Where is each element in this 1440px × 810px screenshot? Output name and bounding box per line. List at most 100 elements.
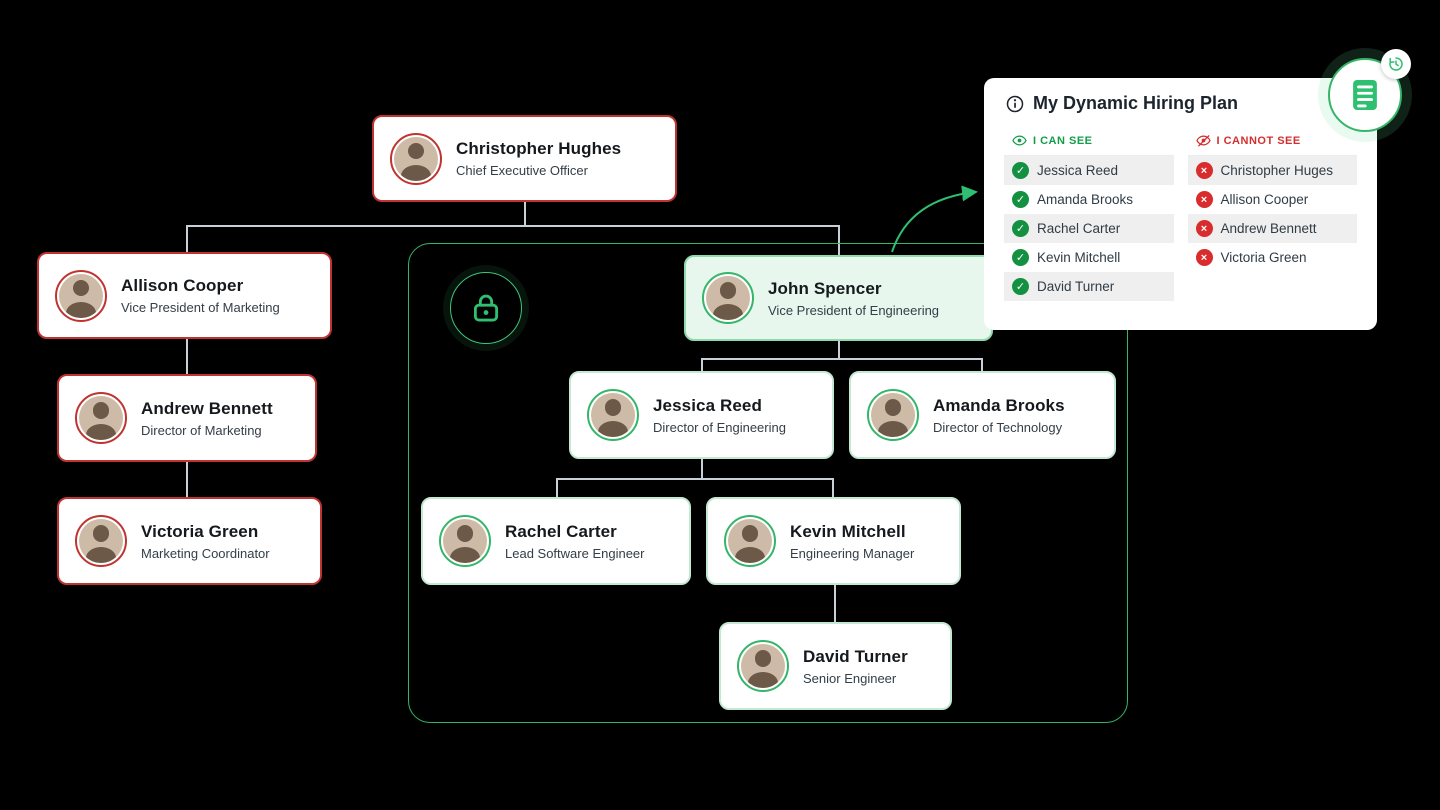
profile-photo [741, 644, 785, 688]
person-name: David Turner [1037, 279, 1115, 294]
connector-line [701, 358, 983, 360]
connector-line [981, 358, 983, 371]
check-icon: ✓ [1012, 278, 1029, 295]
eye-icon [1012, 133, 1027, 148]
org-card-ceo[interactable]: Christopher Hughes Chief Executive Offic… [372, 115, 677, 202]
profile-photo [443, 519, 487, 563]
connector-line [186, 225, 840, 227]
engineering-visibility-zone [408, 243, 1128, 723]
check-icon: ✓ [1012, 162, 1029, 179]
list-item: × Andrew Bennett [1187, 214, 1357, 243]
connector-line [556, 478, 834, 480]
can-see-header: I CAN SEE [1033, 134, 1093, 147]
connector-line [838, 341, 840, 358]
profile-photo [706, 276, 750, 320]
person-name: Rachel Carter [505, 521, 617, 541]
person-title: Vice President of Marketing [121, 300, 280, 315]
connector-line [701, 358, 703, 371]
person-name: David Turner [803, 646, 908, 666]
person-title: Director of Technology [933, 419, 1063, 435]
person-name: Jessica Reed [1037, 163, 1119, 178]
person-name: Victoria Green [141, 521, 259, 541]
avatar [55, 269, 107, 322]
check-icon: ✓ [1012, 191, 1029, 208]
lock-icon [469, 291, 503, 325]
person-name: Jessica Reed [653, 395, 762, 415]
eye-off-icon [1195, 133, 1211, 148]
list-item: ✓ David Turner [1004, 272, 1174, 301]
person-name: Andrew Bennett [141, 398, 273, 418]
person-title: Lead Software Engineer [505, 545, 645, 561]
list-item: × Allison Cooper [1188, 185, 1358, 214]
x-icon: × [1195, 249, 1213, 266]
cannot-see-column: I CANNOT SEE × Christopher Huges × Allis… [1187, 127, 1358, 301]
org-card-eng-manager[interactable]: Kevin Mitchell Engineering Manager [706, 497, 961, 585]
avatar [587, 389, 639, 441]
avatar [867, 389, 919, 441]
connector-line [838, 225, 840, 255]
list-item: ✓ Kevin Mitchell [1004, 243, 1174, 272]
check-icon: ✓ [1012, 220, 1029, 237]
person-title: Senior Engineer [803, 670, 897, 686]
hiring-plan-panel: My Dynamic Hiring Plan I CAN SEE ✓ Jessi… [984, 78, 1377, 330]
connector-line [834, 585, 836, 622]
person-name: Victoria Green [1220, 250, 1307, 265]
person-name: Christopher Huges [1220, 163, 1334, 178]
person-title: Director of Engineering [653, 419, 786, 435]
person-name: John Spencer [768, 278, 882, 298]
connector-line [524, 202, 526, 225]
avatar [75, 515, 127, 567]
list-item: × Christopher Huges [1187, 156, 1357, 185]
person-name: Kevin Mitchell [790, 521, 906, 541]
connector-line [186, 462, 188, 497]
cannot-see-header: I CANNOT SEE [1216, 134, 1301, 147]
org-card-lead-engineer[interactable]: Rachel Carter Lead Software Engineer [421, 497, 691, 585]
spreadsheet-icon [1346, 76, 1384, 114]
lock-badge [450, 272, 522, 344]
profile-photo [79, 396, 123, 440]
profile-photo [394, 136, 438, 181]
person-title: Director of Marketing [141, 422, 262, 438]
info-icon [1006, 95, 1024, 113]
org-card-dir-technology[interactable]: Amanda Brooks Director of Technology [849, 371, 1116, 459]
person-title: Marketing Coordinator [141, 545, 270, 561]
person-name: Andrew Bennett [1220, 221, 1317, 236]
avatar [702, 272, 754, 324]
person-name: Christopher Hughes [456, 139, 622, 158]
connector-line [832, 478, 834, 497]
person-name: Rachel Carter [1037, 221, 1121, 236]
person-name: Amanda Brooks [933, 395, 1065, 415]
profile-photo [871, 393, 915, 437]
org-card-dir-engineering[interactable]: Jessica Reed Director of Engineering [569, 371, 834, 459]
profile-photo [728, 519, 772, 563]
person-name: Amanda Brooks [1037, 192, 1134, 207]
org-card-senior-engineer[interactable]: David Turner Senior Engineer [719, 622, 952, 710]
org-card-dir-marketing[interactable]: Andrew Bennett Director of Marketing [57, 374, 317, 462]
org-card-vp-engineering[interactable]: John Spencer Vice President of Engineeri… [684, 255, 993, 341]
person-name: Allison Cooper [121, 276, 244, 295]
avatar [75, 392, 127, 444]
person-name: Allison Cooper [1220, 192, 1309, 207]
org-card-vp-marketing[interactable]: Allison Cooper Vice President of Marketi… [37, 252, 332, 339]
profile-photo [591, 393, 635, 437]
list-item: ✓ Amanda Brooks [1004, 185, 1174, 214]
person-name: Kevin Mitchell [1037, 250, 1121, 265]
avatar [390, 132, 442, 185]
x-icon: × [1195, 162, 1213, 179]
profile-photo [59, 273, 103, 318]
x-icon: × [1195, 191, 1213, 208]
connector-line [556, 478, 558, 497]
avatar [724, 515, 776, 567]
avatar [737, 640, 789, 692]
panel-title: My Dynamic Hiring Plan [1033, 93, 1239, 113]
history-badge[interactable] [1381, 49, 1411, 79]
profile-photo [79, 519, 123, 563]
person-title: Vice President of Engineering [768, 302, 940, 318]
connector-line [701, 459, 703, 478]
connector-line [186, 225, 188, 252]
list-item: × Victoria Green [1188, 243, 1358, 272]
avatar [439, 515, 491, 567]
check-icon: ✓ [1012, 249, 1029, 266]
org-card-marketing-coordinator[interactable]: Victoria Green Marketing Coordinator [57, 497, 322, 585]
